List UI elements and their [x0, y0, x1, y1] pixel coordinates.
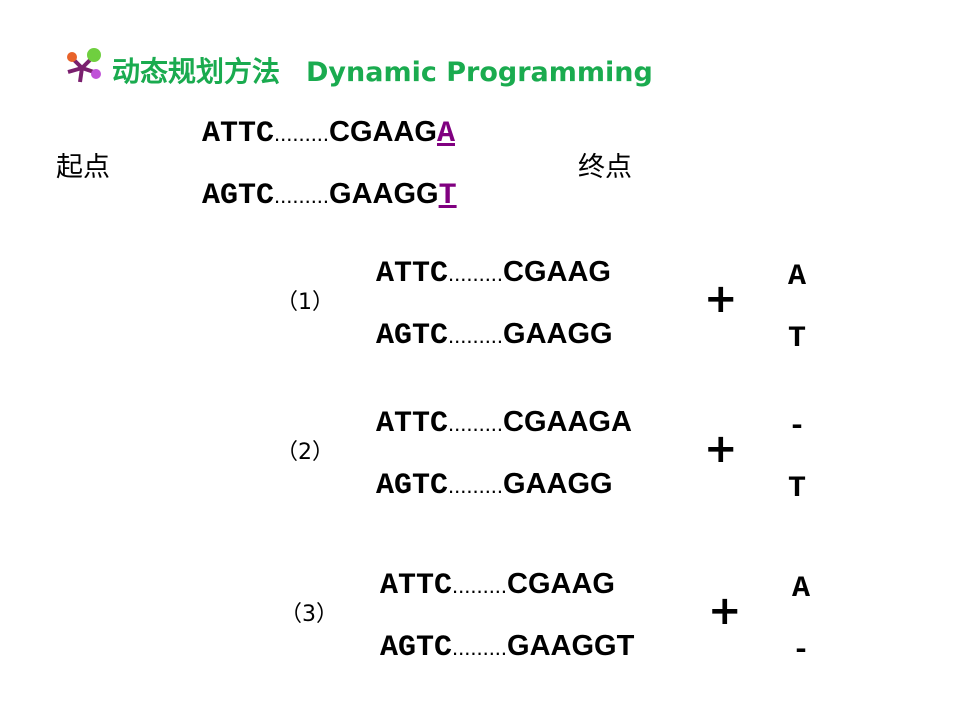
aligned-char-bottom: T: [788, 472, 807, 506]
aligned-char-top: A: [788, 260, 807, 294]
case-sequence: AGTC.........GAAGG: [376, 318, 613, 353]
plus-sign: +: [704, 276, 738, 322]
case-sequence: AGTC.........GAAGG: [376, 468, 613, 503]
plus-sign: +: [704, 426, 738, 472]
aligned-char-top: -: [788, 410, 807, 444]
top-sequence-2: AGTC.........GAAGGT: [202, 178, 457, 213]
case-label: （3）: [280, 602, 338, 627]
slide-title: 动态规划方法 Dynamic Programming: [112, 50, 653, 90]
case-sequence: ATTC.........CGAAG: [376, 256, 611, 291]
aligned-char-bottom: -: [792, 634, 811, 668]
start-label: 起点: [56, 152, 110, 183]
aligned-char-bottom: T: [788, 322, 807, 356]
title-en: Dynamic Programming: [306, 57, 653, 88]
aligned-char-top: A: [792, 572, 811, 606]
end-label: 终点: [578, 152, 632, 183]
case-label: （2）: [276, 440, 334, 465]
case-sequence: ATTC.........CGAAG: [380, 568, 615, 603]
molecule-icon: [67, 48, 101, 83]
plus-sign: +: [708, 588, 742, 634]
case-sequence: AGTC.........GAAGGT: [380, 630, 635, 665]
case-label: （1）: [276, 290, 334, 315]
top-sequence-1: ATTC.........CGAAGA: [202, 116, 455, 151]
case-sequence: ATTC.........CGAAGA: [376, 406, 632, 441]
title-zh: 动态规划方法: [112, 55, 281, 88]
